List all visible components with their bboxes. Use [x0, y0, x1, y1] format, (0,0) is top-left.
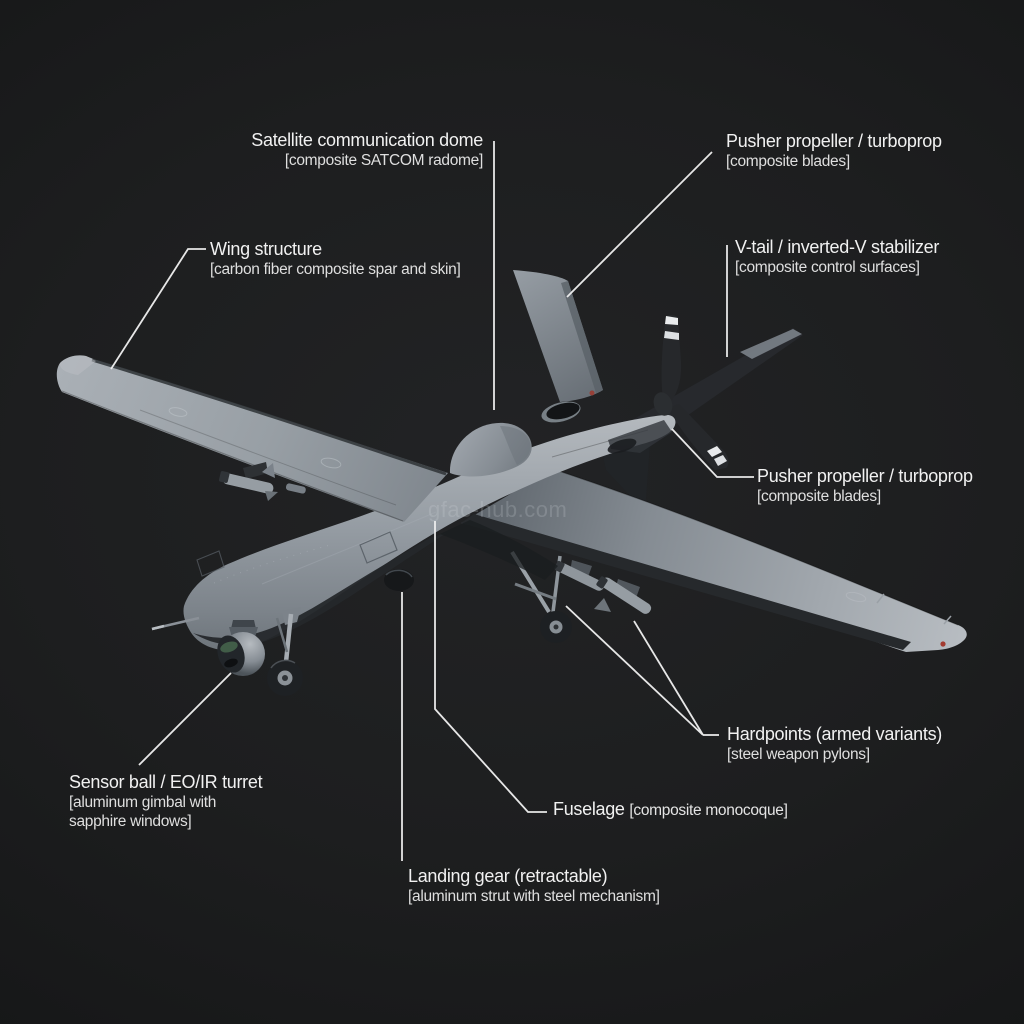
left-wing-leading-lip	[91, 358, 447, 476]
right-tail-fin-highlight	[740, 329, 802, 359]
right-wing-static-wick2	[943, 615, 952, 625]
label-hardpoints-title: Hardpoints (armed variants)	[727, 724, 942, 744]
label-fuselage: Fuselage [composite monocoque]	[553, 799, 788, 821]
propeller-blade-lower-stripe2	[714, 455, 727, 466]
label-fuselage-title: Fuselage	[553, 799, 625, 819]
label-vtail-title: V-tail / inverted-V stabilizer	[735, 237, 940, 257]
label-hardpoints-spec: [steel weapon pylons]	[727, 746, 870, 763]
leader-hardpoint-outer	[633, 620, 704, 736]
rear-gear-hub	[553, 624, 559, 630]
left-wing	[56, 355, 448, 522]
propeller-spinner	[653, 392, 673, 416]
label-gear-spec: [aluminum strut with steel mechanism]	[408, 888, 660, 905]
left-tail-fin-edge	[561, 281, 603, 393]
fuselage-panel-line	[261, 511, 437, 585]
right-wing-leading-edge	[461, 514, 911, 650]
left-wing-flap-line	[139, 409, 397, 506]
label-sensor-title: Sensor ball / EO/IR turret	[69, 772, 263, 792]
watermark: gfac-hub.com	[428, 497, 568, 522]
right-wing-panel-mark	[845, 591, 867, 603]
label-wing-title: Wing structure	[210, 239, 322, 259]
leader-lines	[110, 141, 754, 861]
label-sensor-spec: [aluminum gimbal with sapphire windows]	[69, 794, 217, 830]
label-fuselage-spec: [composite monocoque]	[629, 802, 788, 819]
label-fuselage-line: Fuselage [composite monocoque]	[553, 799, 788, 821]
wingtip-nav-light	[940, 641, 946, 647]
label-satcom-title: Satellite communication dome	[251, 130, 483, 150]
anti-collision-beacon	[589, 390, 595, 396]
propeller-blade-lower-stripe1	[707, 446, 722, 457]
label-vtail-spec: [composite control surfaces]	[735, 259, 920, 276]
propeller-blade-upper-stripe2	[664, 331, 679, 340]
propeller-blade-upper	[661, 314, 682, 402]
propeller-blade-upper-stripe1	[665, 316, 678, 325]
wing-root-shadow	[440, 520, 558, 580]
left-wing-panel-mark1	[168, 407, 188, 417]
leader-prop-top	[566, 151, 713, 298]
pitot-tube-tip	[151, 624, 165, 631]
right-wing	[461, 469, 967, 652]
label-satcom: Satellite communication dome [composite …	[251, 130, 483, 170]
leader-fuselage	[434, 521, 547, 813]
left-wing-panel-mark2	[320, 457, 342, 469]
side-hatch	[359, 531, 398, 564]
label-prop-rear: Pusher propeller / turboprop [composite …	[757, 466, 973, 506]
label-gear: Landing gear (retractable) [aluminum str…	[408, 866, 660, 906]
leader-prop-rear	[671, 428, 754, 478]
left-tail-fin	[513, 270, 603, 402]
inner-hardpoint	[554, 560, 604, 591]
label-prop-rear-spec: [composite blades]	[757, 488, 881, 505]
engine-exhaust	[607, 438, 637, 454]
left-wing-tip	[59, 355, 96, 375]
leader-hardpoint-inner	[565, 605, 704, 736]
sensor-turret	[217, 620, 265, 676]
label-hardpoints: Hardpoints (armed variants) [steel weapo…	[727, 724, 942, 764]
nose-hatch	[196, 550, 225, 577]
left-wing-hardpoint	[219, 462, 306, 501]
engine-intake	[546, 402, 580, 420]
left-wing-trailing-line	[61, 390, 404, 522]
outer-hardpoint	[594, 576, 652, 614]
label-gear-title: Landing gear (retractable)	[408, 866, 608, 886]
label-prop-top: Pusher propeller / turboprop [composite …	[726, 131, 942, 171]
label-prop-top-title: Pusher propeller / turboprop	[726, 131, 942, 151]
right-wing-static-wick1	[876, 593, 885, 604]
label-sensor: Sensor ball / EO/IR turret [aluminum gim…	[69, 772, 263, 831]
label-prop-top-spec: [composite blades]	[726, 153, 850, 170]
label-vtail: V-tail / inverted-V stabilizer [composit…	[735, 237, 939, 277]
sensor-window-lower	[224, 658, 238, 668]
right-wing-trailing-line	[552, 468, 959, 626]
front-gear-hub	[282, 675, 288, 681]
belly-pod	[384, 569, 414, 591]
label-wing: Wing structure [carbon fiber composite s…	[210, 239, 461, 279]
leader-sensor	[138, 672, 232, 766]
fuselage	[183, 414, 676, 651]
label-wing-spec: [carbon fiber composite spar and skin]	[210, 261, 461, 278]
sensor-window-upper	[220, 641, 238, 653]
fuselage-belly-shadow	[193, 532, 448, 646]
front-landing-gear	[267, 607, 303, 696]
label-prop-rear-title: Pusher propeller / turboprop	[757, 466, 973, 486]
belly-pod-highlight	[385, 569, 413, 578]
rear-gear-brace	[514, 582, 557, 601]
leader-wing	[110, 248, 206, 370]
satcom-dome-shade	[500, 426, 531, 465]
label-satcom-spec: [composite SATCOM radome]	[284, 152, 483, 169]
